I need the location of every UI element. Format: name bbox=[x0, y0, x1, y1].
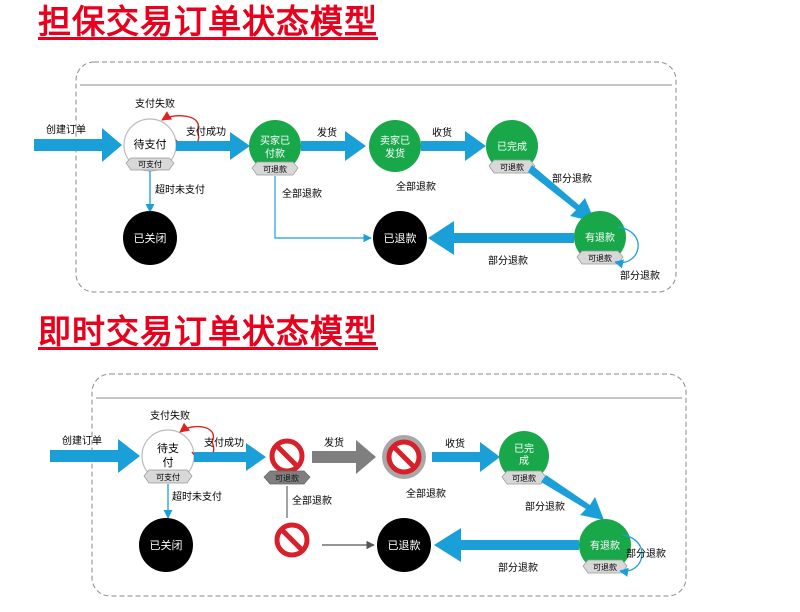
i-partial-refund-label-c: 部分退款 bbox=[626, 547, 666, 560]
i-state-refunded-label: 已退款 bbox=[388, 538, 421, 552]
ship-arrow bbox=[301, 131, 366, 161]
tag-can-refund-2 bbox=[488, 159, 536, 174]
i-tag-can-pay bbox=[143, 469, 193, 484]
instant-diagram: 创建订单 待支 付 可支付 支付失败 支付成功 超时未支付 已关闭 可退款 发货 bbox=[50, 373, 687, 597]
i-pay-fail-label: 支付失败 bbox=[150, 409, 190, 422]
i-ship-arrow bbox=[312, 440, 376, 474]
i-state-has-refund-label: 有退款 bbox=[590, 539, 620, 552]
full-refund-label-a: 全部退款 bbox=[282, 187, 322, 200]
escrow-model-title: 担保交易订单状态模型 bbox=[38, 2, 378, 41]
pay-fail-label: 支付失败 bbox=[135, 97, 175, 110]
pay-success-label: 支付成功 bbox=[186, 125, 226, 138]
i-pay-success-arrow bbox=[194, 443, 266, 471]
tag-can-refund-3-label: 可退款 bbox=[588, 253, 612, 263]
i-state-completed-label-1: 已完 bbox=[514, 442, 534, 455]
tag-can-pay-label: 可支付 bbox=[138, 159, 162, 169]
i-timeout-label: 超时未支付 bbox=[172, 490, 222, 503]
state-seller-shipped-label-2: 发货 bbox=[385, 147, 405, 160]
receive-label: 收货 bbox=[432, 126, 452, 139]
i-create-order-arrow bbox=[50, 439, 140, 473]
tag-can-refund-2-label: 可退款 bbox=[500, 162, 524, 172]
tag-can-refund-3 bbox=[576, 250, 624, 265]
i-state-refunded bbox=[377, 518, 431, 572]
i-tag-can-refund-3 bbox=[582, 559, 628, 574]
state-refunded bbox=[373, 211, 427, 265]
i-partial-refund-label-b: 部分退款 bbox=[498, 561, 538, 574]
partial-refund-label-a: 部分退款 bbox=[552, 172, 592, 185]
i-full-refund-label-a: 全部退款 bbox=[292, 494, 332, 507]
full-refund-line bbox=[274, 176, 372, 243]
escrow-frame bbox=[75, 61, 677, 293]
i-forbidden-icon-buyer-paid bbox=[272, 441, 302, 471]
i-tag-can-refund-disabled bbox=[263, 470, 311, 485]
partial-refund-label-b: 部分退款 bbox=[488, 254, 528, 267]
create-order-arrow bbox=[34, 128, 122, 162]
i-receive-arrow bbox=[432, 442, 500, 472]
i-state-completed bbox=[499, 431, 549, 481]
i-tag-can-refund-1-label: 可退款 bbox=[275, 473, 299, 483]
state-seller-shipped-label-1: 卖家已 bbox=[380, 134, 410, 147]
i-has-refund-self-loop bbox=[619, 534, 643, 577]
state-closed-label: 已关闭 bbox=[134, 231, 167, 245]
state-closed bbox=[123, 211, 177, 265]
create-order-label: 创建订单 bbox=[46, 123, 86, 136]
state-buyer-paid-label-2: 付款 bbox=[265, 147, 285, 160]
i-receive-label: 收货 bbox=[445, 437, 465, 450]
i-partial-refund-arrow-diag bbox=[541, 475, 604, 520]
i-forbidden-icon-refund bbox=[277, 525, 307, 555]
i-pay-fail-loop bbox=[179, 422, 215, 443]
partial-refund-arrow-left bbox=[428, 221, 574, 255]
partial-refund-arrow-diag bbox=[528, 165, 595, 222]
i-partial-refund-arrow-left bbox=[434, 528, 579, 562]
i-state-has-refund bbox=[579, 519, 631, 571]
i-state-pending-pay-label-2: 付 bbox=[163, 456, 174, 469]
i-state-closed-label: 已关闭 bbox=[150, 538, 183, 552]
i-ship-label: 发货 bbox=[324, 436, 344, 449]
full-refund-label-b: 全部退款 bbox=[396, 180, 436, 193]
state-pending-pay-label: 待支付 bbox=[134, 137, 167, 151]
state-seller-shipped bbox=[369, 120, 421, 172]
escrow-diagram: 创建订单 待支付 可支付 支付失败 支付成功 超时未支付 已关闭 买家已 付款 … bbox=[34, 61, 677, 293]
i-create-order-label: 创建订单 bbox=[62, 434, 102, 447]
state-has-refund-label: 有退款 bbox=[585, 231, 615, 244]
tag-can-refund-1 bbox=[251, 161, 299, 176]
pay-success-arrow bbox=[176, 132, 250, 160]
i-forbidden-icon-seller-shipped bbox=[382, 435, 426, 479]
state-has-refund bbox=[574, 211, 626, 263]
i-state-completed-label-2: 成 bbox=[519, 455, 529, 467]
i-partial-refund-label-a: 部分退款 bbox=[525, 500, 565, 513]
i-tag-can-refund-2-label: 可退款 bbox=[512, 473, 536, 483]
i-state-pending-pay-label-1: 待支 bbox=[157, 441, 179, 455]
state-buyer-paid-label-1: 买家已 bbox=[260, 134, 290, 147]
i-state-closed bbox=[139, 518, 193, 572]
ship-label: 发货 bbox=[317, 126, 337, 139]
i-tag-can-refund-3-label: 可退款 bbox=[593, 562, 617, 572]
instant-model-title: 即时交易订单状态模型 bbox=[38, 312, 378, 351]
timeout-label: 超时未支付 bbox=[155, 183, 205, 196]
has-refund-self-loop bbox=[614, 226, 639, 269]
state-refunded-label: 已退款 bbox=[384, 231, 417, 245]
partial-refund-label-c: 部分退款 bbox=[620, 269, 660, 282]
state-buyer-paid bbox=[249, 120, 301, 172]
i-full-refund-label-b: 全部退款 bbox=[406, 487, 446, 500]
i-pay-success-label: 支付成功 bbox=[204, 436, 244, 449]
state-completed-label: 已完成 bbox=[497, 140, 527, 153]
i-tag-can-pay-label: 可支付 bbox=[156, 472, 180, 482]
state-completed bbox=[486, 120, 538, 172]
tag-can-pay bbox=[125, 157, 175, 171]
pay-fail-loop bbox=[161, 111, 200, 132]
receive-arrow bbox=[421, 131, 486, 161]
tag-can-refund-1-label: 可退款 bbox=[263, 164, 287, 174]
